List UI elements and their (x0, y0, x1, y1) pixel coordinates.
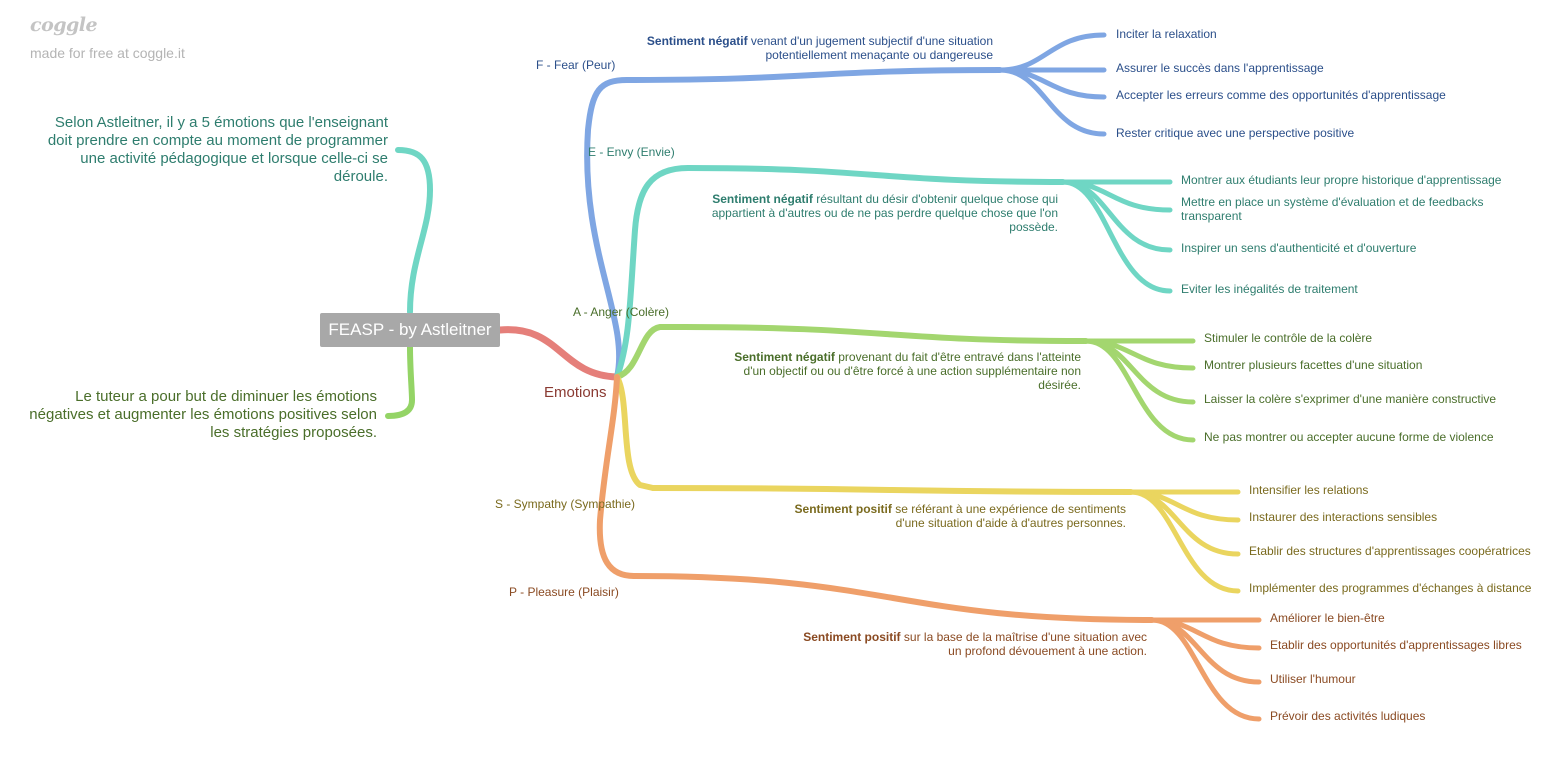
link-pleasure-description (631, 573, 1155, 623)
link-fear-description (624, 67, 1003, 83)
pleasure-item-free-learning[interactable]: Etablir des opportunités d'apprentissage… (1270, 638, 1522, 652)
link-fear-item-0 (997, 32, 1107, 73)
branch-anger-label[interactable]: A - Anger (Colère) (573, 305, 670, 319)
link-hub-pleasure (596, 374, 637, 579)
link-anger-description (682, 324, 1089, 344)
envy-desc-text: résultant du désir d'obtenir quelque cho… (711, 192, 1058, 234)
fear-desc-text: venant d'un jugement subjectif d'une sit… (747, 34, 993, 62)
envy-desc-bold: Sentiment négatif (712, 192, 813, 206)
anger-desc-bold: Sentiment négatif (734, 350, 835, 364)
fear-item-relaxation[interactable]: Inciter la relaxation (1116, 27, 1217, 41)
branch-sympathy-description[interactable]: Sentiment positif se référant à une expé… (786, 502, 1126, 530)
made-with-coggle-text[interactable]: made for free at coggle.it (30, 45, 185, 61)
fear-item-success[interactable]: Assurer le succès dans l'apprentissage (1116, 61, 1324, 75)
sympathy-item-interactions[interactable]: Instaurer des interactions sensibles (1249, 510, 1438, 524)
link-root-emotions (496, 326, 621, 381)
anger-item-control[interactable]: Stimuler le contrôle de la colère (1204, 331, 1373, 345)
note-five-emotions[interactable]: Selon Astleitner, il y a 5 émotions que … (47, 114, 388, 185)
anger-item-express[interactable]: Laisser la colère s'exprimer d'une maniè… (1204, 392, 1497, 406)
fear-item-critical[interactable]: Rester critique avec une perspective pos… (1116, 126, 1355, 140)
envy-item-history[interactable]: Montrer aux étudiants leur propre histor… (1181, 173, 1502, 187)
link-anger-item-2 (1083, 338, 1196, 405)
branch-fear-description[interactable]: Sentiment négatif venant d'un jugement s… (640, 34, 993, 62)
branch-sympathy-label[interactable]: S - Sympathy (Sympathie) (495, 497, 636, 511)
sympathy-desc-bold: Sentiment positif (794, 502, 892, 516)
root-node[interactable]: FEASP - by Astleitner (320, 313, 500, 347)
pleasure-item-humour[interactable]: Utiliser l'humour (1270, 672, 1356, 686)
envy-item-evaluation[interactable]: Mettre en place un système d'évaluation … (1181, 195, 1484, 223)
sympathy-item-cooperative[interactable]: Etablir des structures d'apprentissages … (1249, 544, 1531, 558)
link-fear-item-3 (997, 67, 1107, 137)
pleasure-item-playful[interactable]: Prévoir des activités ludiques (1270, 709, 1426, 723)
link-hub-sympathy (614, 374, 656, 491)
link-root-note-bottom (385, 344, 416, 419)
branch-envy-description[interactable]: Sentiment négatif résultant du désir d'o… (706, 192, 1058, 234)
branch-anger-description[interactable]: Sentiment négatif provenant du fait d'êt… (728, 350, 1081, 392)
branch-pleasure-label[interactable]: P - Pleasure (Plaisir) (509, 585, 619, 599)
anger-item-facets[interactable]: Montrer plusieurs facettes d'une situati… (1204, 358, 1423, 372)
link-envy-description (685, 165, 1066, 185)
pleasure-desc-bold: Sentiment positif (803, 630, 901, 644)
fear-desc-bold: Sentiment négatif (646, 34, 748, 48)
coggle-logo: coggle (30, 14, 98, 36)
note-tutor-goal[interactable]: Le tuteur a pour but de diminuer les émo… (29, 388, 377, 441)
anger-item-violence[interactable]: Ne pas montrer ou accepter aucune forme … (1204, 430, 1494, 444)
sympathy-item-exchanges[interactable]: Implémenter des programmes d'échanges à … (1249, 581, 1532, 595)
link-anger-item-3 (1083, 338, 1196, 443)
sympathy-desc-text: se référant à une expérience de sentimen… (891, 502, 1126, 530)
branch-pleasure-description[interactable]: Sentiment positif sur la base de la maît… (796, 630, 1147, 658)
branch-envy-label[interactable]: E - Envy (Envie) (588, 145, 675, 159)
branch-fear-label[interactable]: F - Fear (Peur) (536, 58, 616, 72)
link-sympathy-item-3 (1128, 489, 1241, 594)
anger-desc-text: provenant du fait d'être entravé dans l'… (743, 350, 1081, 392)
envy-item-inequality[interactable]: Eviter les inégalités de traitement (1181, 282, 1358, 296)
link-pleasure-item-3 (1149, 617, 1262, 722)
envy-item-authenticity[interactable]: Inspirer un sens d'authenticité et d'ouv… (1181, 241, 1417, 255)
pleasure-desc-text: sur la base de la maîtrise d'une situati… (900, 630, 1147, 658)
fear-item-errors[interactable]: Accepter les erreurs comme des opportuni… (1116, 88, 1446, 102)
link-hub-fear (584, 77, 630, 380)
link-root-note-top (395, 147, 434, 315)
link-envy-item-3 (1060, 179, 1173, 294)
pleasure-item-wellbeing[interactable]: Améliorer le bien-être (1270, 611, 1385, 625)
link-hub-envy (614, 165, 691, 380)
link-sympathy-description (650, 485, 1134, 495)
link-hub-anger (614, 324, 688, 380)
emotions-label[interactable]: Emotions (544, 384, 607, 401)
sympathy-item-relations[interactable]: Intensifier les relations (1249, 483, 1369, 497)
